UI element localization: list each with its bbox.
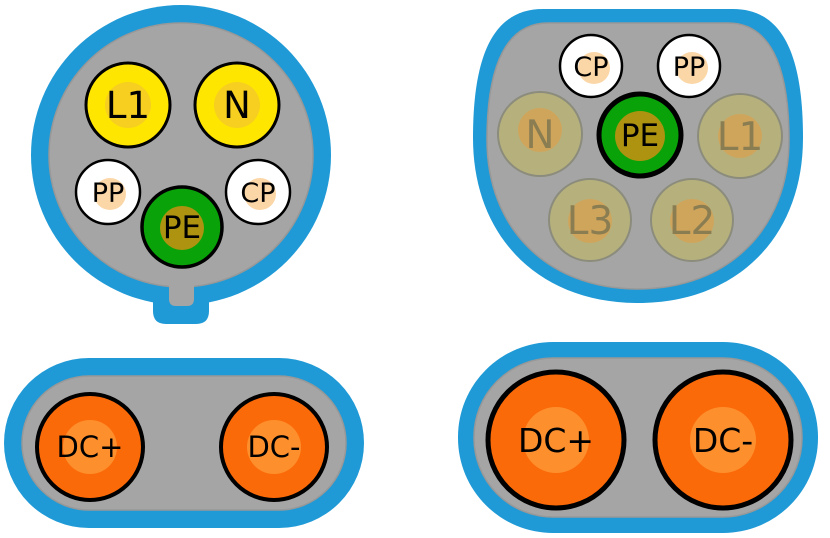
pin-cp2-core (578, 52, 610, 84)
pin-pe2: PE (596, 91, 684, 179)
pin-l2-core (670, 199, 714, 243)
pin-pe-label: PE (163, 210, 201, 246)
combo1-dc-face: DC+ DC- (4, 358, 364, 528)
pin-dc-plus-2-core (523, 407, 589, 473)
pin-pe2-label: PE (621, 118, 659, 154)
pin-l3-label: L3 (567, 199, 614, 244)
combo2-dc-face: DC+ DC- (458, 342, 818, 533)
pin-dc-minus-2: DC- (652, 369, 794, 511)
pin-l1-core (105, 82, 151, 128)
pin-dc-minus-2-label: DC- (693, 421, 753, 460)
pin-pp2-core (676, 52, 708, 84)
pin-pp-label: PP (92, 178, 125, 209)
type1-connector-face: L1 N PP CP PE (31, 5, 331, 324)
pin-dc-plus-1-core (63, 420, 117, 474)
pin-cp: CP (224, 158, 292, 226)
pin-pp2-label: PP (673, 52, 706, 83)
pin-pe: PE (140, 185, 224, 269)
pin-pp-core (94, 178, 126, 210)
pin-l1: L1 (84, 61, 172, 149)
pin-dc-minus-2-core (690, 407, 756, 473)
pin-pe-core (160, 206, 204, 250)
pin-cp2: CP (558, 33, 624, 99)
pin-l2-label: L2 (669, 199, 716, 244)
pin-n: N (193, 61, 281, 149)
pin-pp: PP (74, 158, 142, 226)
pin-n2-core (518, 108, 562, 152)
pin-n2-label: N (525, 113, 554, 158)
pin-dc-minus-1-label: DC- (247, 430, 300, 464)
type1-latch-notch (169, 272, 194, 306)
pin-dc-minus-1: DC- (219, 392, 329, 502)
pin-l2-inactive: L2 (650, 178, 734, 262)
pin-l1-2-core (718, 114, 762, 158)
pin-dc-plus-2-label: DC+ (518, 421, 594, 460)
pin-pe2-core (615, 111, 665, 161)
pin-pp2: PP (656, 33, 722, 99)
pin-l3-core (568, 199, 612, 243)
type2-connector-face: N L1 L3 L2 CP (473, 9, 803, 303)
pin-cp2-label: CP (573, 52, 608, 83)
pin-n-label: N (223, 84, 251, 127)
pin-cp-label: CP (240, 178, 275, 209)
pin-dc-plus-1-label: DC+ (57, 430, 124, 464)
pin-l1-2-inactive: L1 (697, 93, 783, 179)
pin-dc-plus-1: DC+ (35, 392, 145, 502)
pin-n2-inactive: N (497, 91, 583, 177)
pin-l3-inactive: L3 (548, 178, 632, 262)
pin-cp-core (244, 178, 276, 210)
pin-dc-plus-2: DC+ (485, 369, 627, 511)
pin-l1-2-label: L1 (717, 115, 764, 160)
pin-n-core (214, 82, 260, 128)
pin-l1-label: L1 (106, 84, 150, 127)
pin-dc-minus-1-core (247, 420, 301, 474)
